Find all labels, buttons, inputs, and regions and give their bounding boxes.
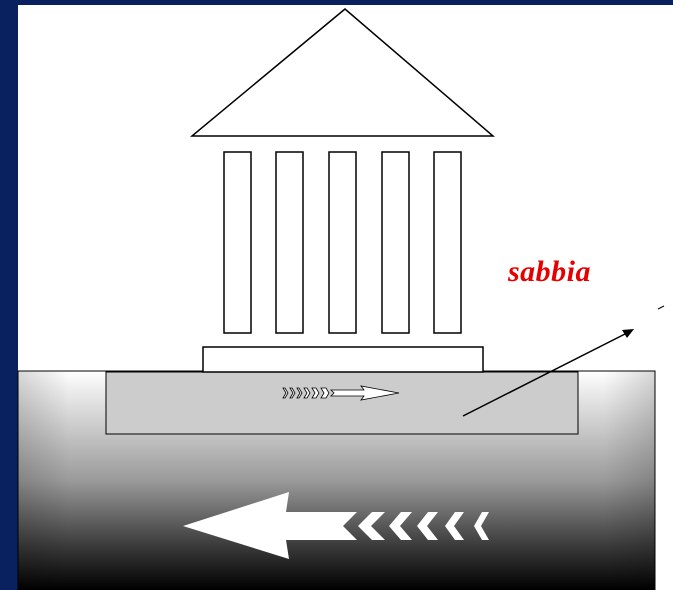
temple-column (434, 152, 461, 333)
temple-column (224, 152, 251, 333)
temple-column (276, 152, 303, 333)
temple-base (203, 347, 483, 372)
temple-column (329, 152, 356, 333)
sand-label: sabbia (508, 257, 591, 287)
sand-layer (106, 372, 578, 434)
temple-column (382, 152, 409, 333)
